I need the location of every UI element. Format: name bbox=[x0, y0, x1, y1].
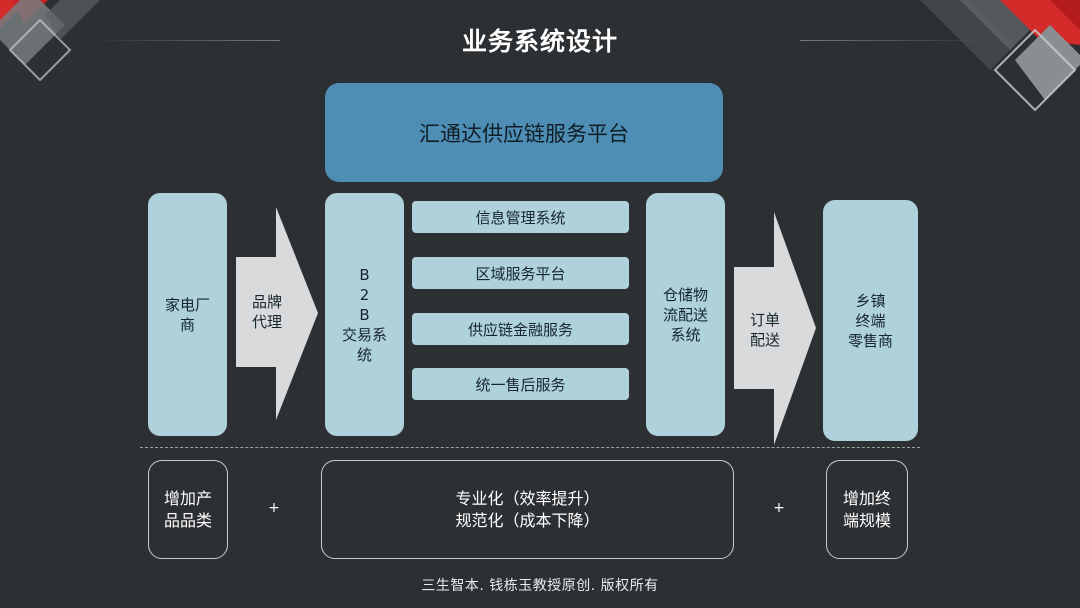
dashed-divider bbox=[140, 447, 920, 448]
title-line-left bbox=[90, 40, 280, 41]
manufacturer-box: 家电厂 商 bbox=[148, 193, 227, 436]
b2b-line-3: B bbox=[359, 305, 370, 324]
brand-agent-line-2: 代理 bbox=[251, 313, 282, 331]
subsystem-info-management: 信息管理系统 bbox=[412, 201, 629, 233]
warehouse-line-1: 仓储物 bbox=[662, 285, 708, 304]
title-line-right bbox=[800, 40, 990, 41]
warehouse-logistics-box: 仓储物 流配送 系统 bbox=[646, 193, 725, 436]
subsystem-after-sales: 统一售后服务 bbox=[412, 368, 629, 400]
b2b-line-1: B bbox=[359, 265, 370, 284]
brand-agent-arrow bbox=[236, 207, 318, 420]
subsystem-supply-chain-finance: 供应链金融服务 bbox=[412, 313, 629, 345]
terminal-scale-box: 增加终 端规模 bbox=[826, 460, 908, 559]
platform-box: 汇通达供应链服务平台 bbox=[325, 83, 723, 182]
product-category-box: 增加产 品品类 bbox=[148, 460, 228, 559]
b2b-line-5: 统 bbox=[356, 345, 372, 364]
efficiency-line-1: 专业化（效率提升） bbox=[455, 488, 600, 508]
order-delivery-arrow bbox=[734, 212, 816, 445]
retailer-line-2: 终端 bbox=[855, 311, 886, 330]
warehouse-line-3: 系统 bbox=[670, 325, 701, 344]
efficiency-box: 专业化（效率提升） 规范化（成本下降） bbox=[321, 460, 734, 559]
page-title: 业务系统设计 bbox=[461, 27, 618, 56]
product-category-line-1: 增加产 bbox=[163, 488, 212, 508]
manufacturer-line-2: 商 bbox=[179, 315, 195, 334]
manufacturer-line-1: 家电厂 bbox=[164, 295, 210, 314]
product-category-line-2: 品品类 bbox=[163, 510, 212, 530]
terminal-scale-line-1: 增加终 bbox=[842, 488, 891, 508]
rural-retailer-box: 乡镇 终端 零售商 bbox=[823, 200, 918, 441]
terminal-scale-line-2: 端规模 bbox=[842, 510, 891, 530]
plus-sign-left: + bbox=[268, 500, 280, 516]
b2b-line-2: 2 bbox=[359, 285, 370, 304]
brand-agent-line-1: 品牌 bbox=[251, 293, 282, 311]
efficiency-line-2: 规范化（成本下降） bbox=[455, 510, 600, 530]
brand-agent-label: 品牌 代理 bbox=[236, 292, 298, 332]
retailer-line-1: 乡镇 bbox=[855, 291, 886, 310]
plus-sign-right: + bbox=[773, 500, 785, 516]
subsystem-regional-service: 区域服务平台 bbox=[412, 257, 629, 289]
retailer-line-3: 零售商 bbox=[847, 331, 893, 350]
b2b-system-box: B 2 B 交易系 统 bbox=[325, 193, 404, 436]
footer-copyright: 三生智本. 钱栋玉教授原创. 版权所有 bbox=[421, 578, 659, 594]
order-delivery-line-2: 配送 bbox=[749, 331, 780, 349]
top-right-decoration bbox=[920, 0, 1080, 112]
order-delivery-line-1: 订单 bbox=[749, 311, 780, 329]
b2b-line-4: 交易系 bbox=[341, 325, 387, 344]
warehouse-line-2: 流配送 bbox=[662, 305, 708, 324]
top-left-decoration bbox=[0, 0, 100, 82]
order-delivery-label: 订单 配送 bbox=[734, 310, 796, 350]
